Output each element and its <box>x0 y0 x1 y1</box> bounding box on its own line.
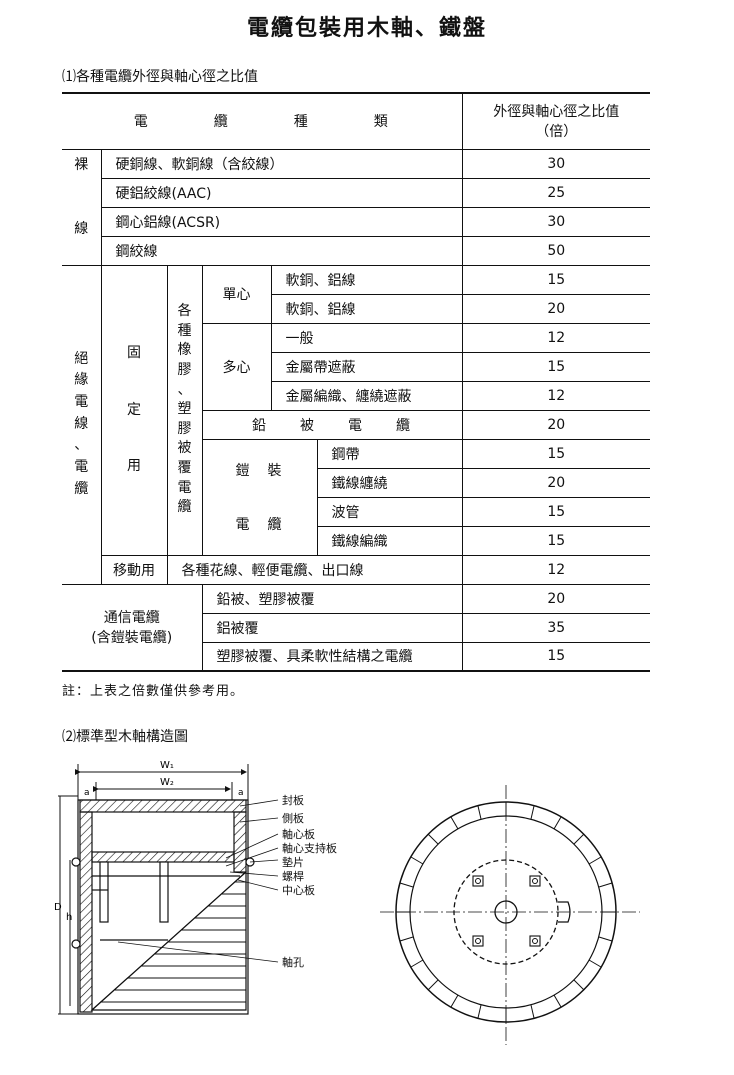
multi-row-value: 12 <box>462 323 650 353</box>
header-ratio-line1: 外徑與軸心徑之比值 <box>493 104 620 121</box>
single-row-value: 20 <box>462 294 650 324</box>
armored-label-bottom: 電 纜 <box>235 517 284 533</box>
armored-row-value: 15 <box>462 497 650 527</box>
single-row-name: 軟銅、鋁線 <box>271 265 463 295</box>
section-1-heading: ⑴各種電纜外徑與軸心徑之比值 <box>62 69 258 85</box>
armored-row-name: 鐵線編織 <box>317 526 463 556</box>
label-core-board: 軸心板 <box>282 827 315 841</box>
label-bolt: 螺桿 <box>282 869 304 883</box>
ratio-table: 電 纜 種 類 外徑與軸心徑之比值 （倍） 裸 線 硬銅線、軟銅線（含絞線） 3… <box>62 92 650 672</box>
label-side-board: 側板 <box>282 811 304 825</box>
bare-row-name: 硬銅線、軟銅線（含絞線） <box>101 149 463 178</box>
header-ratio-line2: （倍） <box>535 124 578 141</box>
table-note: 註：上表之倍數僅供參考用。 <box>62 684 245 699</box>
mobile-name: 各種花線、輕便電纜、出口線 <box>167 555 463 585</box>
armored-row-value: 15 <box>462 439 650 469</box>
dimension-lines <box>58 764 249 1015</box>
multi-row-name: 金屬帶遮蔽 <box>271 352 463 382</box>
armored-row-value: 20 <box>462 468 650 498</box>
multi-row-name: 金屬編織、纏繞遮蔽 <box>271 381 463 411</box>
lead-sheath-name: 鉛 被 電 纜 <box>202 410 463 440</box>
rubber-plastic-label: 各 種 橡 膠 、 塑 膠 被 覆 電 纜 <box>167 265 203 556</box>
reel-front-view <box>380 785 640 1045</box>
armored-row-name: 鐵線纏繞 <box>317 468 463 498</box>
dim-h: h <box>66 912 72 923</box>
bare-label-bottom: 線 <box>74 220 89 237</box>
dim-w1: W₁ <box>160 760 174 771</box>
comm-row-name: 塑膠被覆、具柔軟性結構之電纜 <box>202 642 463 672</box>
dim-a-right: a <box>238 788 244 798</box>
section-2-heading: ⑵標準型木軸構造圖 <box>62 729 188 745</box>
dim-w2: W₂ <box>160 777 174 788</box>
header-ratio: 外徑與軸心徑之比值 （倍） <box>462 93 650 149</box>
multi-row-value: 15 <box>462 352 650 382</box>
comm-label: 通信電纜 (含鎧裝電纜) <box>62 584 203 672</box>
leader-lines <box>117 799 279 963</box>
page-title: 電纜包裝用木軸、鐵盤 <box>246 16 487 41</box>
comm-row-value: 20 <box>462 584 650 614</box>
mobile-label: 移動用 <box>101 555 168 585</box>
dim-d-outer: D <box>54 902 62 913</box>
comm-label-line2: (含鎧裝電纜) <box>91 630 173 647</box>
comm-label-line1: 通信電纜 <box>103 610 160 627</box>
mobile-value: 12 <box>462 555 650 585</box>
lead-sheath-value: 20 <box>462 410 650 440</box>
bare-row-value: 30 <box>547 213 566 230</box>
single-row-name: 軟銅、鋁線 <box>271 294 463 324</box>
multi-row-name: 一般 <box>271 323 463 353</box>
bare-row-name: 鋼絞線 <box>101 236 463 265</box>
armored-label: 鎧 裝 電 纜 <box>202 439 318 556</box>
bare-row-name: 硬鋁絞線(AAC) <box>101 178 463 207</box>
bare-label-top: 裸 <box>74 156 89 173</box>
comm-row-name: 鋁被覆 <box>202 613 463 643</box>
label-core-support: 軸心支持板 <box>282 841 337 855</box>
label-center-board: 中心板 <box>282 883 315 897</box>
label-shaft-hole: 軸孔 <box>282 955 304 969</box>
header-type: 電 纜 種 類 <box>62 93 463 149</box>
multi-core-label: 多心 <box>202 323 272 411</box>
label-seal-board: 封板 <box>282 793 304 807</box>
armored-row-value: 15 <box>462 526 650 556</box>
single-core-label: 單心 <box>202 265 272 324</box>
comm-row-name: 鉛被、塑膠被覆 <box>202 584 463 614</box>
armored-label-top: 鎧 裝 <box>235 463 284 479</box>
bare-row-value: 50 <box>547 242 566 259</box>
multi-row-value: 12 <box>462 381 650 411</box>
fixed-label: 固 定 用 <box>101 265 168 556</box>
single-row-value: 15 <box>462 265 650 295</box>
label-washer: 墊片 <box>282 855 304 869</box>
reel-side-view <box>71 799 255 1015</box>
armored-row-name: 鋼帶 <box>317 439 463 469</box>
bare-row-name: 鋼心鋁線(ACSR) <box>101 207 463 236</box>
bare-row-value: 30 <box>547 155 566 172</box>
dim-a-left: a <box>84 788 90 798</box>
comm-row-value: 35 <box>462 613 650 643</box>
bare-label: 裸 線 <box>62 149 102 266</box>
armored-row-name: 波管 <box>317 497 463 527</box>
comm-row-value: 15 <box>462 642 650 672</box>
insulated-label: 絕 緣 電 線 、 電 纜 <box>62 265 102 585</box>
bare-row-value: 25 <box>547 184 566 201</box>
